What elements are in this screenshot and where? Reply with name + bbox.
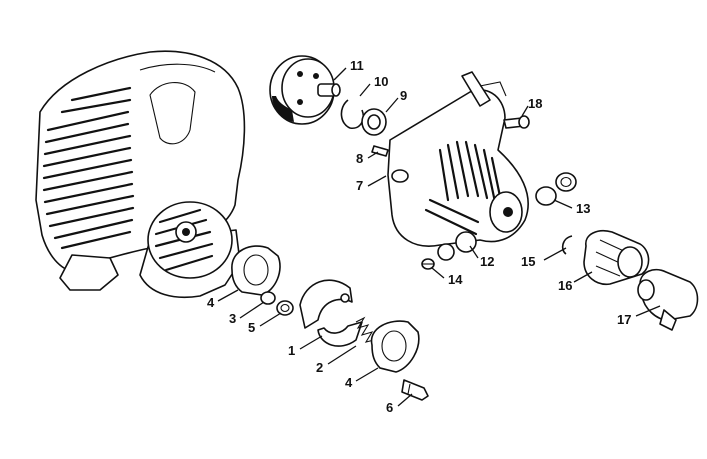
callout-7: 7 — [356, 178, 363, 193]
callout-10: 10 — [374, 74, 388, 89]
callout-1: 1 — [288, 343, 295, 358]
callout-13: 13 — [576, 201, 590, 216]
callout-3: 3 — [229, 311, 236, 326]
callout-2: 2 — [316, 360, 323, 375]
callout-11: 11 — [350, 58, 364, 73]
callout-14: 14 — [448, 272, 463, 287]
callout-15: 15 — [521, 254, 535, 269]
drive-sleeve-16 — [583, 230, 650, 286]
bearing-9 — [361, 108, 387, 136]
callout-12: 12 — [480, 254, 494, 269]
callout-18: 18 — [528, 96, 542, 111]
callout-8: 8 — [356, 151, 363, 166]
engine-housing — [35, 50, 246, 299]
spring-2 — [355, 316, 375, 343]
screw-14 — [421, 258, 435, 270]
leader-lines — [217, 67, 661, 407]
circlip-10 — [340, 99, 365, 130]
clutch-plate-4a — [231, 245, 281, 296]
crankcase-fins — [147, 201, 233, 279]
callout-9: 9 — [400, 88, 407, 103]
screw-6 — [401, 379, 429, 401]
pin-8 — [371, 145, 389, 157]
housing-grille — [42, 86, 135, 250]
washer-5 — [276, 300, 294, 316]
bushings-13 — [535, 172, 577, 206]
callout-6: 6 — [386, 400, 393, 415]
clamp-tube-17 — [637, 268, 699, 331]
circlip-15 — [561, 235, 573, 255]
callout-17: 17 — [617, 312, 631, 327]
callout-4a: 4 — [207, 295, 215, 310]
gear-housing-7 — [387, 71, 529, 247]
callout-16: 16 — [558, 278, 572, 293]
callout-5: 5 — [248, 320, 255, 335]
callout-labels: 1 2 3 4 4 5 6 7 8 9 10 11 12 13 14 15 16… — [207, 58, 631, 415]
bolt-18 — [503, 115, 530, 129]
callout-4b: 4 — [345, 375, 353, 390]
sleeve-3 — [260, 291, 276, 305]
clutch-shoes-1 — [299, 279, 363, 347]
clutch-plate-4b — [370, 320, 420, 373]
clutch-drum-11 — [269, 55, 341, 125]
